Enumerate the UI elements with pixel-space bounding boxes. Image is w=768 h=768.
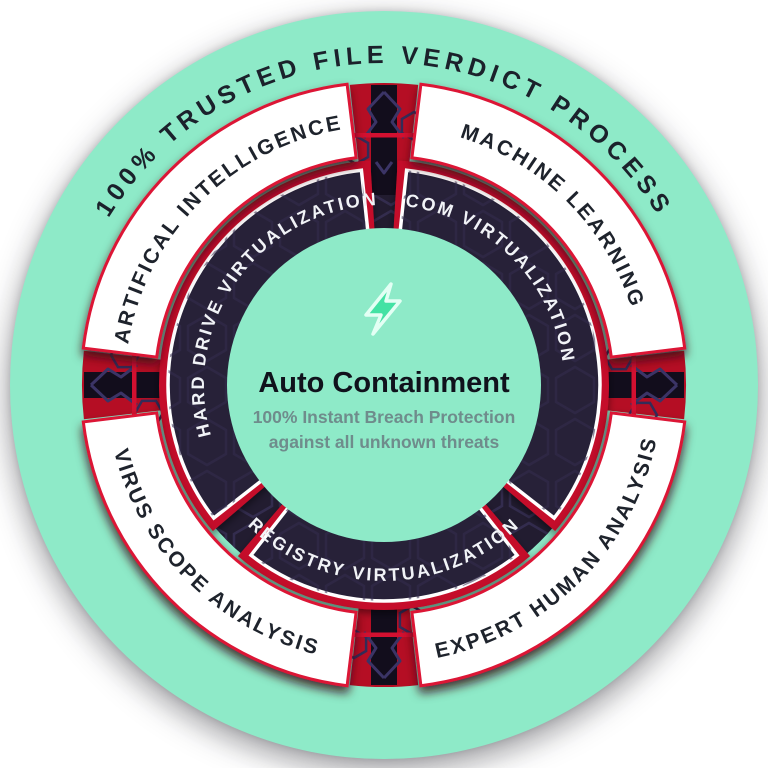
center-circle: Auto Containment 100% Instant Breach Pro… bbox=[227, 228, 541, 542]
virtualization-segment-registry bbox=[248, 503, 520, 603]
center-subtitle-line2: against all unknown threats bbox=[269, 432, 500, 452]
center-subtitle-line1: 100% Instant Breach Protection bbox=[253, 407, 516, 427]
analysis-segment-artificial-intelligence bbox=[81, 82, 358, 359]
lightning-bolt-icon bbox=[364, 282, 402, 336]
center-title: Auto Containment bbox=[258, 367, 510, 399]
analysis-segment-virus-scope-analysis bbox=[81, 411, 358, 688]
analysis-segment-expert-human-analysis bbox=[410, 411, 687, 688]
connector-blocks bbox=[81, 82, 687, 688]
analysis-segment-machine-learning bbox=[410, 82, 687, 359]
analysis-ring bbox=[81, 82, 687, 688]
